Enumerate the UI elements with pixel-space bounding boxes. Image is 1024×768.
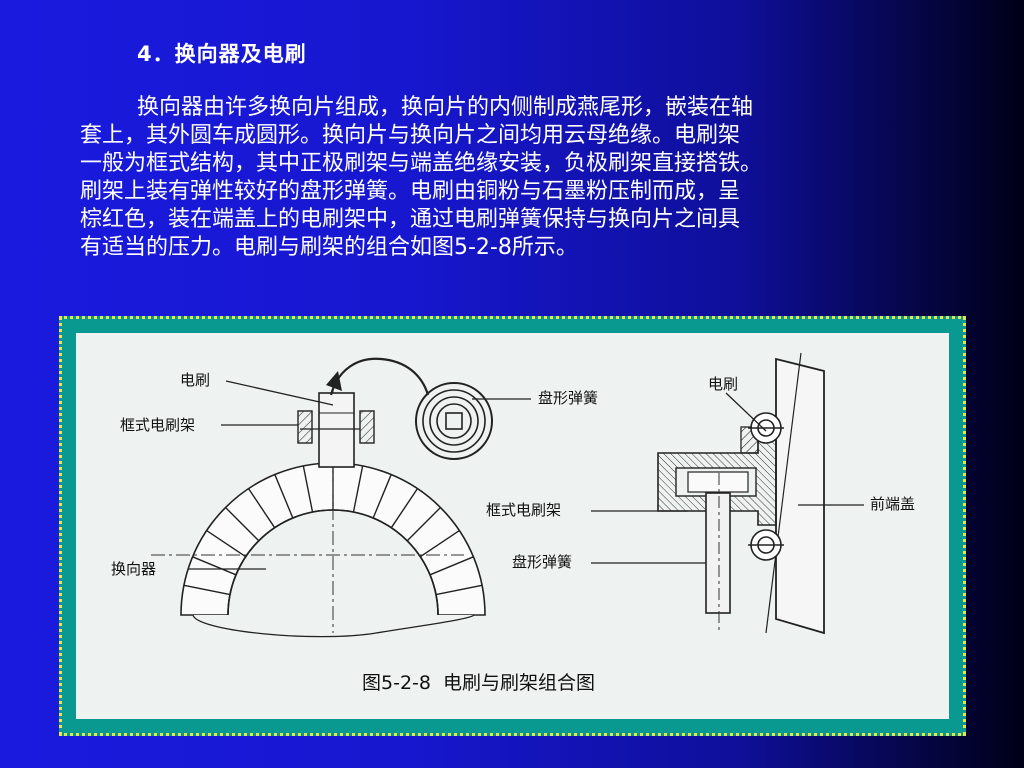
body-paragraph: 换向器由许多换向片组成，换向片的内侧制成燕尾形，嵌装在轴 套上，其外圆车成圆形。… xyxy=(80,94,960,262)
commutator-segment-line xyxy=(274,474,294,519)
commutator-segment-line xyxy=(352,465,364,513)
paragraph-line: 有适当的压力。电刷与刷架的组合如图5-2-8所示。 xyxy=(80,235,578,260)
commutator-segment-line xyxy=(406,507,441,542)
commutator-segment-line xyxy=(247,488,276,529)
front-cover-drawing xyxy=(775,357,825,635)
label-right-frame-holder: 框式电刷架 xyxy=(486,501,561,519)
brush-vertical xyxy=(705,492,731,614)
commutator-segment-line xyxy=(302,465,314,513)
right-diagram: 电刷 框式电刷架 盘形弹簧 前端盖 xyxy=(486,352,915,635)
brush-block xyxy=(318,392,355,468)
paragraph-line: 一般为框式结构，其中正极刷架与端盖绝缘安装，负极刷架直接搭铁。 xyxy=(80,151,763,176)
paragraph-line: 套上，其外圆车成圆形。换向片与换向片之间均用云母绝缘。电刷架 xyxy=(80,123,741,148)
label-left-frame-holder: 框式电刷架 xyxy=(120,416,195,434)
label-left-commutator: 换向器 xyxy=(111,560,156,578)
commutator-segment-line xyxy=(192,556,237,576)
commutator-segment-line xyxy=(372,474,392,519)
rivet-upper xyxy=(748,412,784,444)
commutator-segment-line xyxy=(225,507,260,542)
brush-holder-diagram: 电刷 框式电刷架 换向器 盘形弹簧 xyxy=(111,352,915,694)
label-left-brush: 电刷 xyxy=(180,371,210,389)
commutator-segment-line xyxy=(206,529,247,558)
label-right-brush: 电刷 xyxy=(708,375,738,393)
figure-panel: 电刷 框式电刷架 换向器 盘形弹簧 xyxy=(76,333,949,719)
holder-block-right xyxy=(359,410,375,444)
figure-caption: 图5-2-8 电刷与刷架组合图 xyxy=(362,672,595,694)
left-diagram: 电刷 框式电刷架 换向器 盘形弹簧 xyxy=(111,357,598,638)
holder-block-left xyxy=(297,410,313,444)
commutator-segment-line xyxy=(419,529,460,558)
paragraph-line: 刷架上装有弹性较好的盘形弹簧。电刷由铜粉与石墨粉压制而成，呈 xyxy=(80,179,741,204)
coil-spring-drawing xyxy=(415,382,493,460)
commutator-segment-line xyxy=(429,556,474,576)
paragraph-line: 棕红色，装在端盖上的电刷架中，通过电刷弹簧保持与换向片之间具 xyxy=(80,207,741,232)
commutator-segment-line xyxy=(435,584,483,596)
rivet-lower xyxy=(748,529,784,561)
label-left-spring: 盘形弹簧 xyxy=(538,389,598,407)
figure-frame: 电刷 框式电刷架 换向器 盘形弹簧 xyxy=(59,316,966,736)
commutator-segment-line xyxy=(390,488,419,529)
commutator-segment-line xyxy=(183,584,231,596)
commutator-drawing xyxy=(180,462,486,638)
label-right-front-cover: 前端盖 xyxy=(870,495,915,513)
slide-title: 4．换向器及电刷 xyxy=(137,42,307,66)
label-right-spring: 盘形弹簧 xyxy=(512,553,572,571)
holder-body-drawing xyxy=(657,426,777,526)
paragraph-line: 换向器由许多换向片组成，换向片的内侧制成燕尾形，嵌装在轴 xyxy=(137,95,754,120)
